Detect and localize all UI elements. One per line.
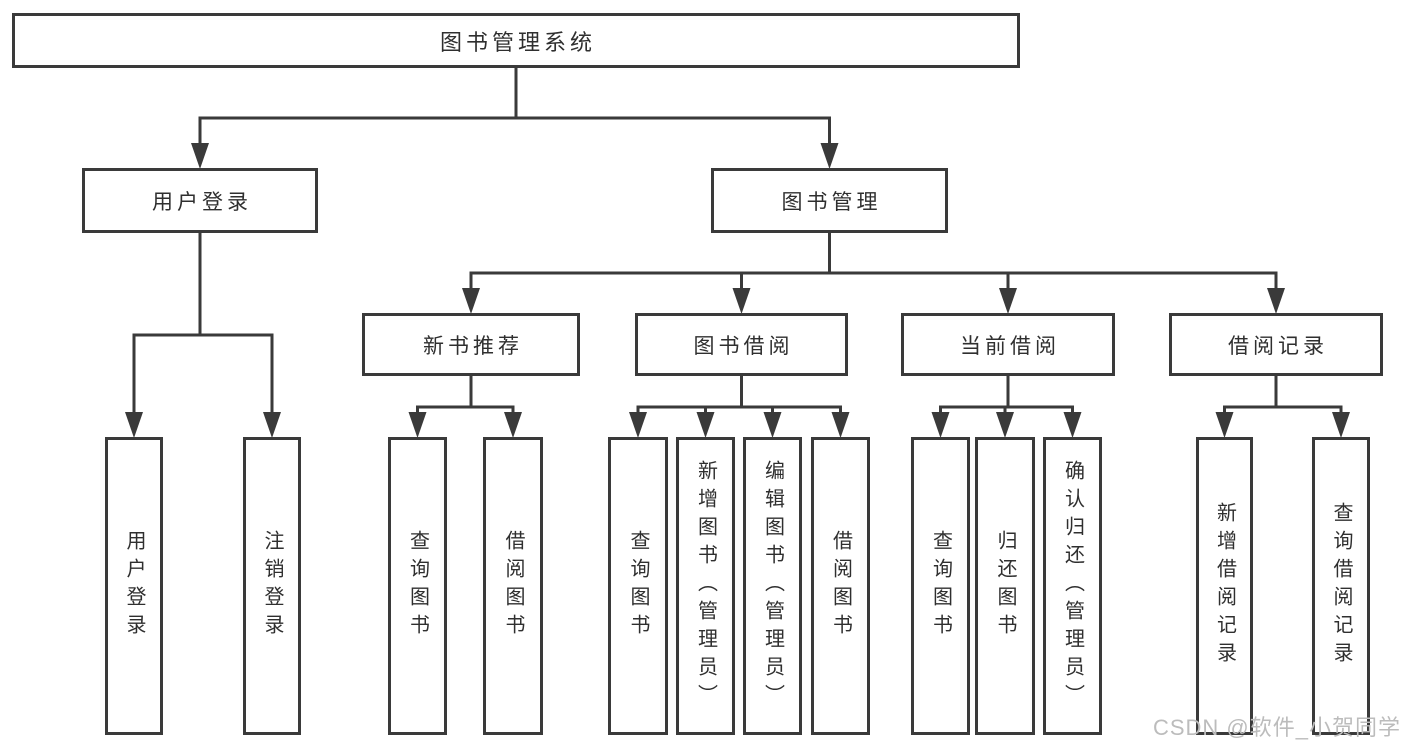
node-leaf-query-book-2: 查询图书 <box>608 437 668 735</box>
node-label: 注销登录 <box>261 530 283 642</box>
watermark-text: CSDN @软件_小贺同学 <box>1152 715 1401 740</box>
arrowhead-icon <box>996 412 1014 438</box>
arrowhead-icon <box>1215 412 1234 438</box>
arrowhead-icon <box>191 143 209 169</box>
arrowhead-icon <box>1267 288 1285 314</box>
arrowhead-icon <box>1332 412 1350 438</box>
arrowhead-icon <box>629 412 647 438</box>
node-label: 图书管理 <box>781 190 882 214</box>
node-leaf-user-login: 用户登录 <box>105 437 163 735</box>
node-leaf-add-book: 新增图书（管理员） <box>676 437 735 735</box>
node-label: 用户登录 <box>123 530 145 642</box>
node-leaf-confirm-return: 确认归还（管理员） <box>1043 437 1102 735</box>
node-leaf-edit-book: 编辑图书（管理员） <box>743 437 802 735</box>
node-label: 确认归还（管理员） <box>1061 460 1084 712</box>
node-label: 查询借阅记录 <box>1330 502 1352 670</box>
node-label: 用户登录 <box>152 190 252 214</box>
node-leaf-return-book: 归还图书 <box>975 437 1035 735</box>
node-leaf-borrow-book-2: 借阅图书 <box>811 437 870 735</box>
node-new-book: 新书推荐 <box>362 313 580 376</box>
arrowhead-icon <box>1063 412 1082 438</box>
arrowhead-icon <box>408 412 427 438</box>
node-leaf-query-book-1: 查询图书 <box>388 437 447 735</box>
node-label: 新增图书（管理员） <box>694 460 717 712</box>
node-current-borrow: 当前借阅 <box>901 313 1115 376</box>
arrowhead-icon <box>820 143 839 169</box>
node-label: 借阅图书 <box>502 530 524 642</box>
node-label: 归还图书 <box>994 530 1016 642</box>
node-leaf-add-record: 新增借阅记录 <box>1196 437 1253 735</box>
arrowhead-icon <box>732 288 751 314</box>
node-book-mgmt: 图书管理 <box>711 168 948 233</box>
arrowhead-icon <box>504 412 522 438</box>
node-label: 借阅记录 <box>1228 334 1328 358</box>
node-root: 图书管理系统 <box>12 13 1020 68</box>
node-borrow-record: 借阅记录 <box>1169 313 1383 376</box>
arrowhead-icon <box>263 412 281 438</box>
arrowhead-icon <box>931 412 950 438</box>
node-label: 查询图书 <box>406 530 429 642</box>
node-leaf-query-record: 查询借阅记录 <box>1312 437 1370 735</box>
node-label: 借阅图书 <box>829 530 852 642</box>
node-label: 新书推荐 <box>423 334 523 358</box>
node-leaf-query-book-3: 查询图书 <box>911 437 970 735</box>
arrowhead-icon <box>125 412 143 438</box>
arrowhead-icon <box>999 288 1017 314</box>
arrowhead-icon <box>696 412 715 438</box>
arrowhead-icon <box>831 412 850 438</box>
node-label: 查询图书 <box>627 530 649 642</box>
node-book-borrow: 图书借阅 <box>635 313 848 376</box>
node-leaf-logout: 注销登录 <box>243 437 301 735</box>
node-label: 新增借阅记录 <box>1213 502 1236 670</box>
node-label: 图书借阅 <box>693 334 794 358</box>
node-label: 编辑图书（管理员） <box>761 460 784 712</box>
node-leaf-borrow-book-1: 借阅图书 <box>483 437 543 735</box>
node-label: 查询图书 <box>929 530 952 642</box>
arrowhead-icon <box>763 412 782 438</box>
node-label: 当前借阅 <box>960 334 1060 358</box>
arrowhead-icon <box>462 288 480 314</box>
node-user-login: 用户登录 <box>82 168 318 233</box>
node-label: 图书管理系统 <box>439 29 596 55</box>
